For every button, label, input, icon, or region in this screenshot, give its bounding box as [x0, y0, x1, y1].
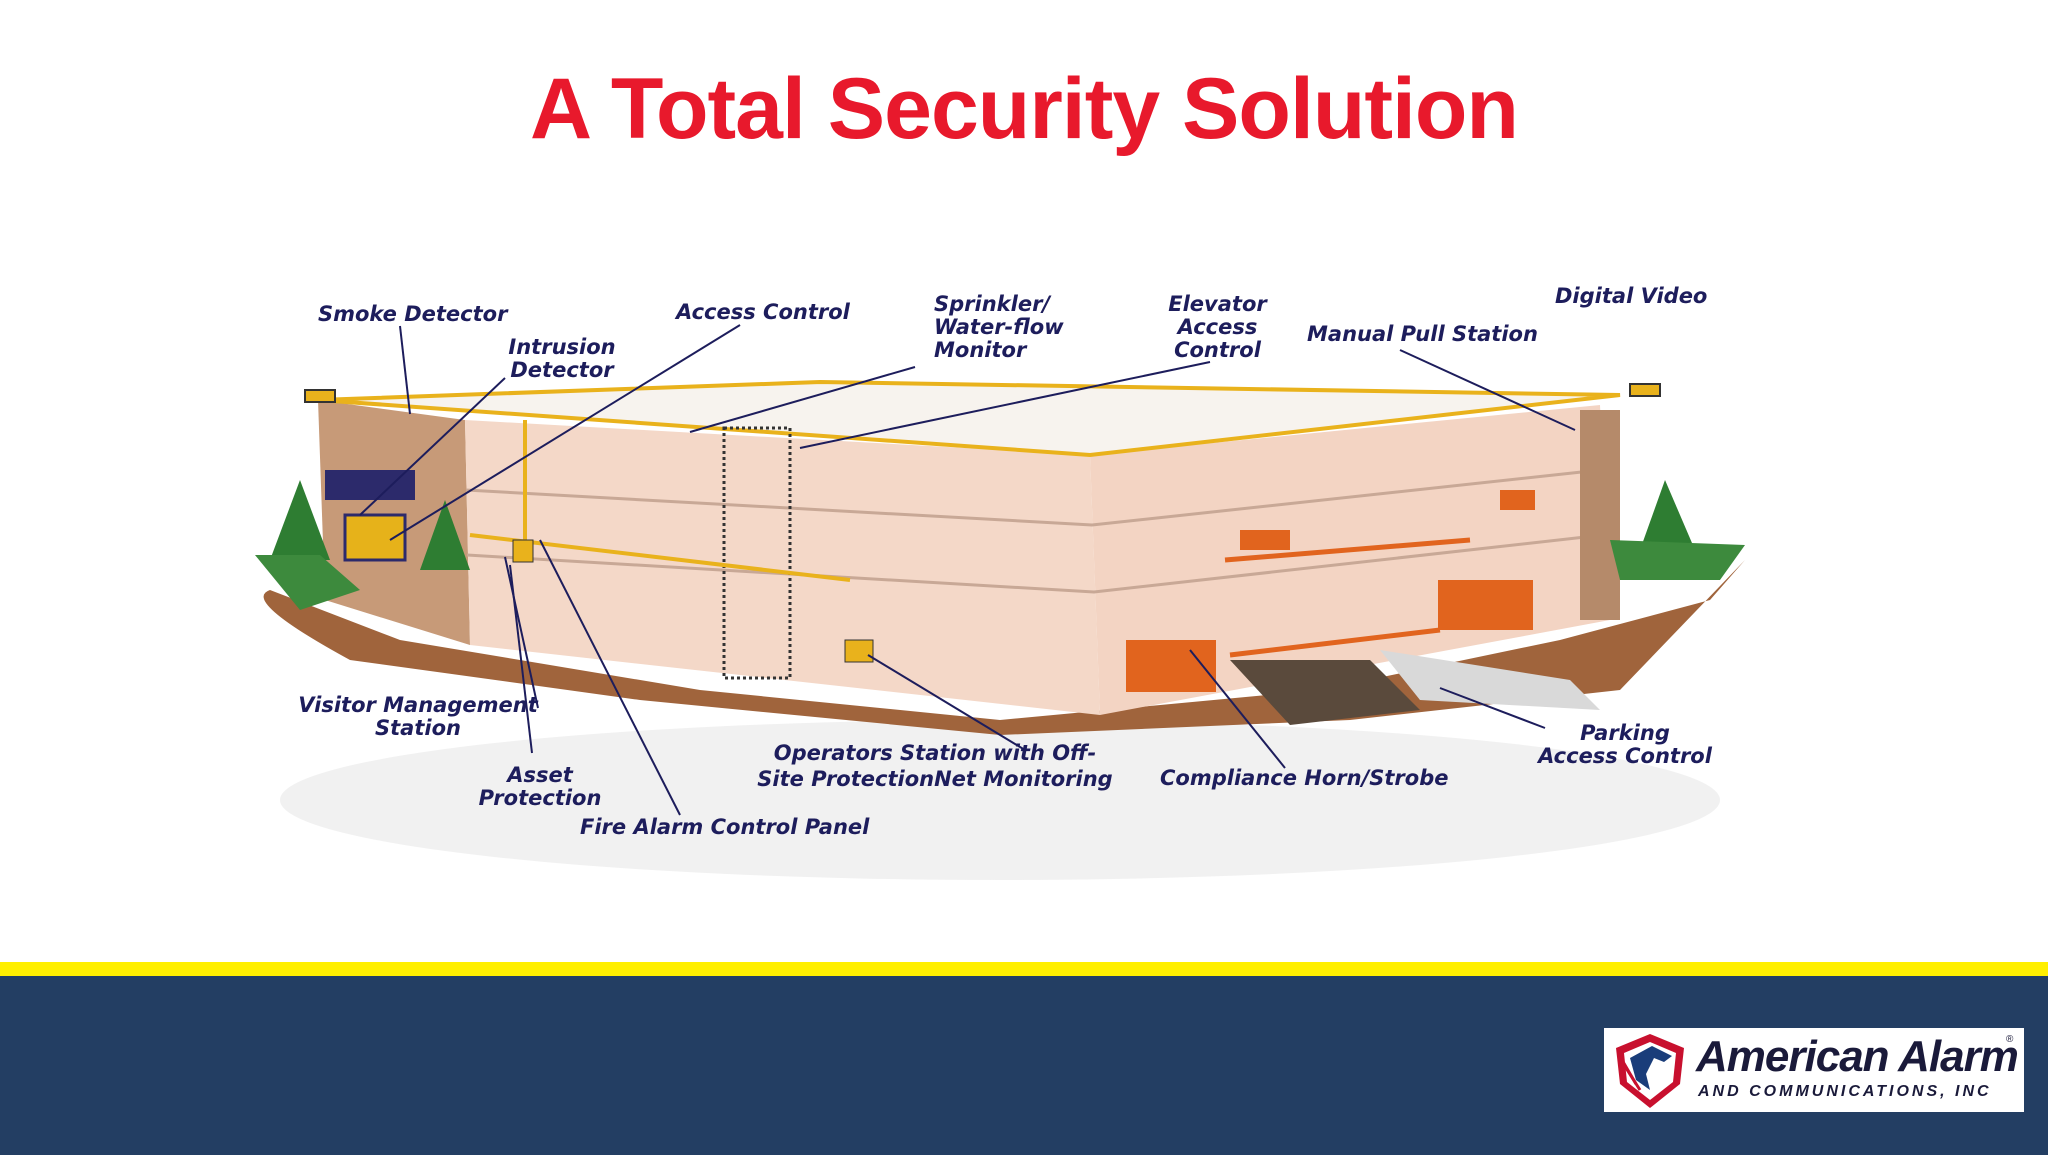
label-sprinkler-water-flow: Sprinkler/ Water-flow Monitor: [934, 293, 1064, 362]
camera-icon: [304, 383, 1661, 403]
label-operators-station: Operators Station with Off- Site Protect…: [745, 742, 1125, 791]
label-digital-video: Digital Video: [1555, 284, 1708, 308]
label-line: Intrusion: [508, 335, 616, 359]
mechanical-equipment: [1126, 490, 1535, 692]
label-line: Access Control: [1538, 744, 1712, 768]
slide-title: A Total Security Solution: [530, 61, 1519, 157]
ground-shadow: [280, 720, 1720, 880]
eagle-shield-icon: [1616, 1034, 1684, 1108]
label-line: Control: [1174, 338, 1261, 362]
label-line: Elevator: [1168, 292, 1267, 316]
label-line: Access: [1177, 315, 1258, 339]
left-ground: [255, 555, 360, 610]
building-front-wall: [465, 420, 1100, 715]
label-fire-alarm-control-panel: Fire Alarm Control Panel: [580, 815, 870, 839]
company-logo: American Alarm ® AND COMMUNICATIONS, INC: [1604, 1028, 2024, 1112]
trees: [270, 480, 1695, 570]
label-line: Parking: [1580, 721, 1670, 745]
label-line: Sprinkler/: [934, 292, 1051, 316]
right-ground: [1610, 540, 1745, 580]
label-access-control: Access Control: [676, 300, 850, 324]
label-line: Station: [375, 716, 461, 740]
label-line: Operators Station with Off-: [773, 741, 1097, 765]
fire-alarm-panel: [512, 539, 534, 563]
floor-lines: [465, 468, 1604, 594]
label-line: Site ProtectionNet Monitoring: [757, 767, 1113, 791]
logo-registered-mark: ®: [2006, 1034, 2014, 1045]
wall-rip-right: [1580, 410, 1620, 620]
label-elevator-access-control: Elevator Access Control: [1155, 293, 1280, 362]
entrance-windows: [325, 470, 415, 500]
label-intrusion-detector: Intrusion Detector: [500, 336, 624, 382]
logo-name: American Alarm: [1696, 1032, 2019, 1081]
label-asset-protection: Asset Protection: [470, 764, 610, 810]
label-smoke-detector: Smoke Detector: [318, 302, 508, 326]
operator-station: [844, 639, 874, 663]
entrance-door: [343, 513, 407, 562]
label-line: Monitor: [934, 338, 1027, 362]
label-line: Detector: [510, 358, 614, 382]
logo-subtitle: AND COMMUNICATIONS, INC: [1698, 1083, 1992, 1100]
label-parking-access-control: Parking Access Control: [1520, 722, 1730, 768]
parking-garage: [1230, 660, 1420, 725]
label-manual-pull-station: Manual Pull Station: [1307, 322, 1538, 346]
parking-garage-wall: [1380, 650, 1600, 710]
building-roof: [317, 379, 1621, 458]
label-line: Water-flow: [934, 315, 1064, 339]
footer-accent-band: [0, 962, 2048, 976]
label-compliance-horn-strobe: Compliance Horn/Strobe: [1160, 766, 1449, 790]
elevator-shaft: [722, 426, 792, 680]
label-line: Protection: [478, 786, 602, 810]
label-line: Visitor Management: [298, 693, 538, 717]
leader-lines: [359, 324, 1576, 816]
label-line: Asset: [507, 763, 573, 787]
label-visitor-management: Visitor Management Station: [292, 694, 544, 740]
